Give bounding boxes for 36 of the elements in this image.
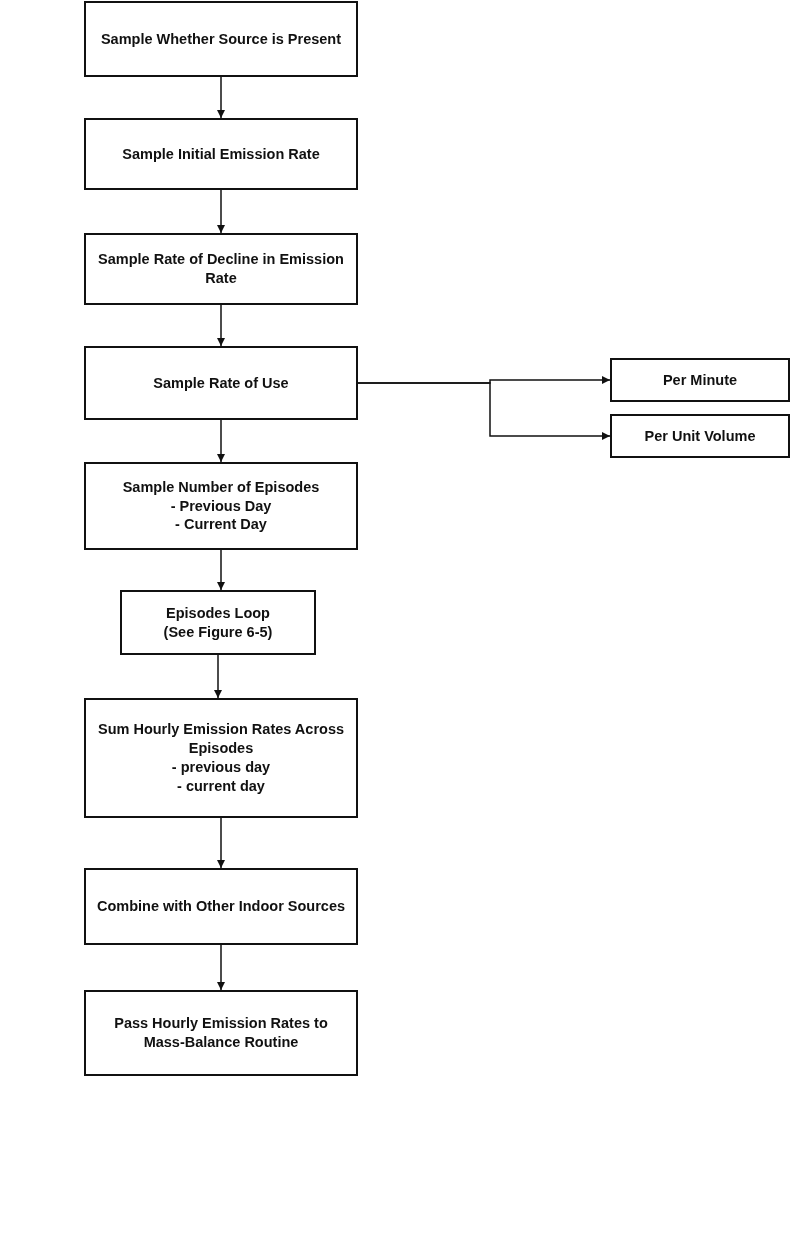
arrow <box>217 944 225 991</box>
arrow <box>217 76 225 119</box>
box-label: Combine with Other Indoor Sources <box>96 897 346 916</box>
arrow <box>357 382 611 440</box>
arrow <box>217 419 225 463</box>
box-label: Per Unit Volume <box>644 426 756 446</box>
box-label: Sample Whether Source is Present <box>100 29 342 49</box>
arrow <box>217 817 225 869</box>
process-box <box>84 698 358 818</box>
box-label: - Current Day <box>175 515 267 535</box>
arrow <box>217 549 225 591</box>
box-label: Sample Number of Episodes <box>122 477 320 497</box>
box-label: Sample Rate of Decline in Emission Rate <box>97 250 345 288</box>
arrow <box>217 304 225 347</box>
process-box <box>84 346 358 420</box>
arrow <box>214 654 222 699</box>
box-label: Sample Rate of Use <box>153 373 289 393</box>
process-box <box>84 462 358 550</box>
box-label: Sample Initial Emission Rate <box>122 144 320 164</box>
process-box <box>610 358 790 402</box>
process-box <box>120 590 316 655</box>
process-box <box>84 990 358 1076</box>
box-label: Pass Hourly Emission Rates to Mass-Balance Routine <box>113 1014 329 1052</box>
box-label: - previous day <box>171 758 271 777</box>
process-box <box>84 1 358 77</box>
box-label: Sum Hourly Emission Rates Across Episodes <box>96 720 345 758</box>
box-label: (See Figure 6-5) <box>163 622 273 642</box>
box-label: Episodes Loop <box>166 603 270 623</box>
process-box <box>610 414 790 458</box>
box-label: - current day <box>177 776 265 796</box>
box-label: Per Minute <box>662 370 738 390</box>
box-label: - Previous Day <box>170 496 272 516</box>
process-box <box>84 118 358 190</box>
process-box <box>84 233 358 305</box>
process-box <box>84 868 358 945</box>
arrow <box>217 189 225 234</box>
